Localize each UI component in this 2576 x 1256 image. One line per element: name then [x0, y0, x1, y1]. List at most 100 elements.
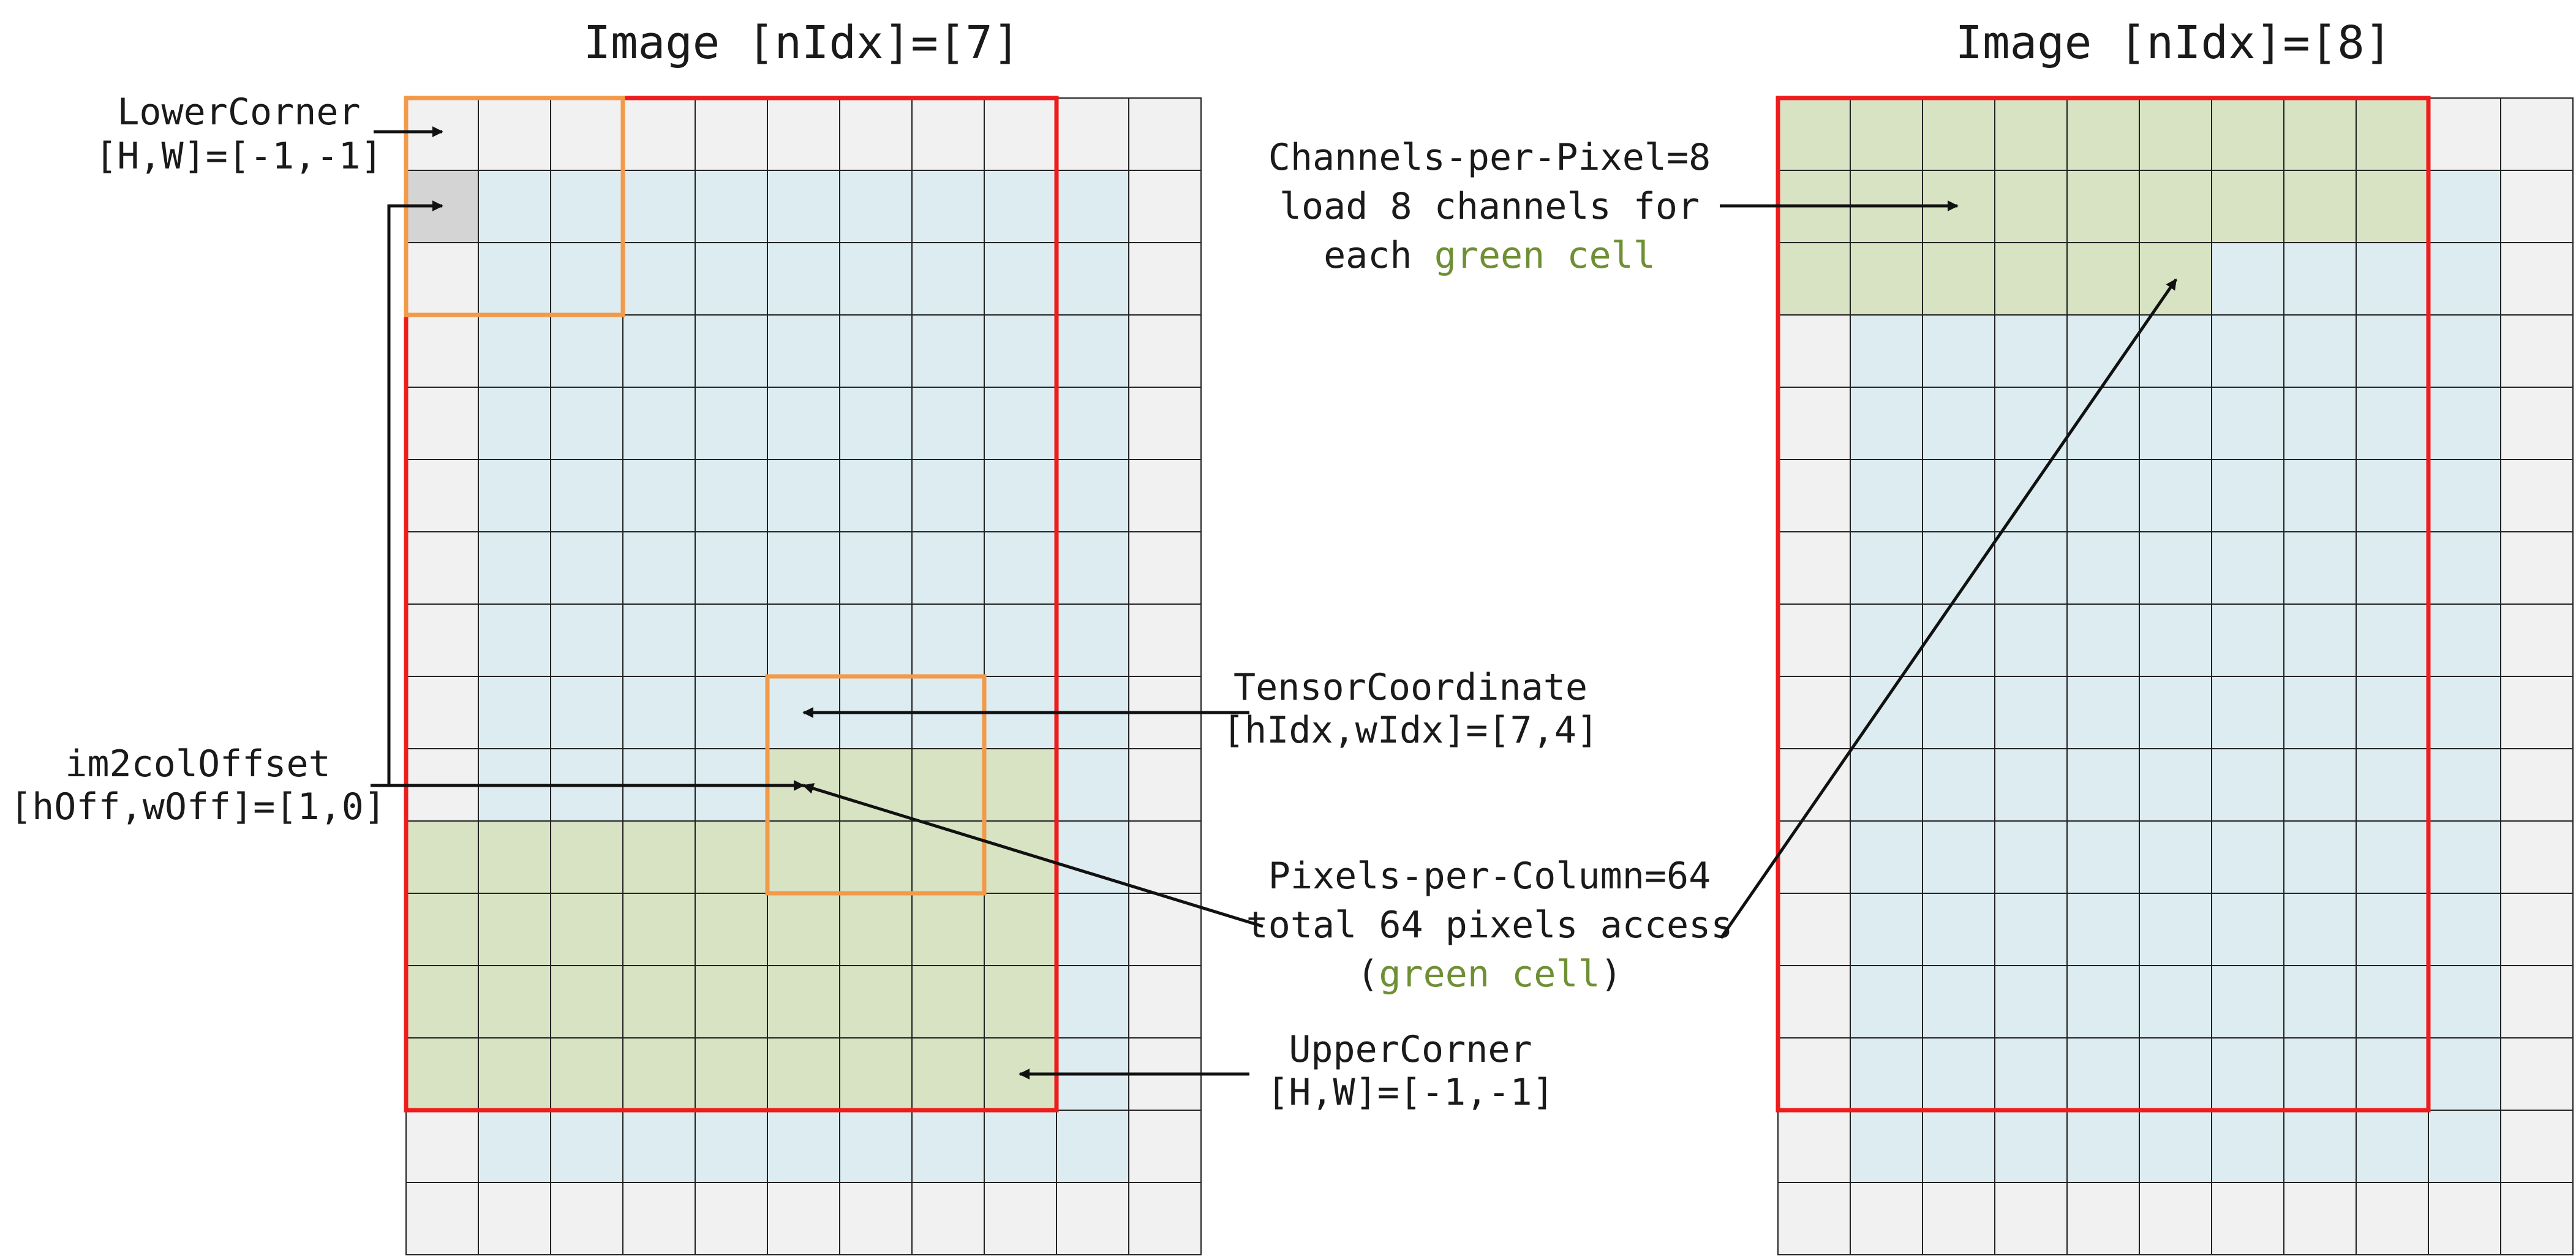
- grid-cell: [767, 893, 840, 966]
- grid-cell: [2428, 965, 2501, 1038]
- grid-cell: [2139, 603, 2212, 677]
- panel-title-image-8: Image [nIdx]=[8]: [1956, 17, 2392, 69]
- grid-cell: [1777, 965, 1851, 1038]
- grid-cell: [767, 603, 840, 677]
- grid-cell: [1056, 893, 1129, 966]
- grid-cell: [2211, 893, 2284, 966]
- grid-cell: [1777, 820, 1851, 894]
- image-panel-8: Image [nIdx]=[8]: [1776, 17, 2574, 1255]
- grid-cell: [550, 1037, 623, 1111]
- channels-load-text: load 8 channels for: [1279, 185, 1700, 228]
- grid-cell: [2283, 603, 2357, 677]
- grid-cell: [2066, 820, 2140, 894]
- grid-cell: [2500, 170, 2574, 243]
- grid-cell: [1922, 97, 1995, 171]
- pixels-total-text: total 64 pixels access: [1246, 904, 1733, 947]
- grid-cell: [1056, 97, 1129, 171]
- grid-cell: [911, 459, 985, 532]
- grid-cell: [911, 531, 985, 605]
- grid-cell: [2428, 1182, 2501, 1255]
- grid-cell: [1850, 314, 1923, 388]
- grid-cell: [911, 748, 985, 822]
- grid-cell: [911, 893, 985, 966]
- grid-cell: [2356, 242, 2429, 316]
- grid-cell: [911, 1182, 985, 1255]
- grid-cell: [2066, 97, 2140, 171]
- grid-cell: [2500, 676, 2574, 749]
- grid-cell: [1850, 97, 1923, 171]
- grid-cell: [2500, 1182, 2574, 1255]
- grid-cell: [984, 531, 1057, 605]
- image-panel-7: Image [nIdx]=[7]: [404, 17, 1202, 1255]
- grid-cell: [622, 459, 696, 532]
- grid-cell: [550, 314, 623, 388]
- grid-cell: [695, 676, 768, 749]
- grid-cell: [1056, 1182, 1129, 1255]
- grid-cell: [2139, 170, 2212, 243]
- grid-cell: [1777, 893, 1851, 966]
- grid-cell: [1056, 1110, 1129, 1183]
- grid-cell: [767, 531, 840, 605]
- pixels-close-paren: ): [1600, 953, 1622, 996]
- grid-cell: [984, 820, 1057, 894]
- im2col-offset-title: im2colOffset: [65, 743, 330, 785]
- grid-cell: [1128, 820, 1202, 894]
- grid-cell: [478, 1110, 551, 1183]
- grid-cell: [550, 1182, 623, 1255]
- grid-cell: [839, 965, 913, 1038]
- image-boundary-7: [404, 96, 1059, 1113]
- grid-cell: [1056, 459, 1129, 532]
- grid-cell: [2500, 531, 2574, 605]
- grid-cell: [405, 1182, 479, 1255]
- grid-cell: [695, 459, 768, 532]
- grid-cells-image-7: [405, 97, 1202, 1255]
- grid-cell: [550, 1110, 623, 1183]
- pixels-green-cell-text: (green cell): [1357, 953, 1622, 996]
- grid-cell: [767, 820, 840, 894]
- im2col-offset-value: [hOff,wOff]=[1,0]: [10, 785, 386, 828]
- grid-cell: [839, 603, 913, 677]
- grid-cell: [2356, 387, 2429, 460]
- grid-cell: [2428, 531, 2501, 605]
- grid-cell: [984, 97, 1057, 171]
- grid-cell: [2139, 387, 2212, 460]
- grid-cell: [695, 1110, 768, 1183]
- grid-cell: [1777, 531, 1851, 605]
- grid-cell: [2139, 1037, 2212, 1111]
- grid-cell: [478, 242, 551, 316]
- grid-cell: [695, 531, 768, 605]
- grid-cell: [767, 387, 840, 460]
- image-boundary-8: [1776, 96, 2431, 1113]
- grid-cell: [2211, 820, 2284, 894]
- grid-cell: [550, 893, 623, 966]
- grid-cell: [1850, 531, 1923, 605]
- grid-cell: [2356, 676, 2429, 749]
- grid-cell: [2283, 965, 2357, 1038]
- grid-cell: [839, 97, 913, 171]
- grid-cell: [1056, 603, 1129, 677]
- channels-each-text: each: [1324, 234, 1434, 277]
- grid-cell: [478, 531, 551, 605]
- grid-cell: [767, 965, 840, 1038]
- grid-cell: [2428, 387, 2501, 460]
- grid-cell: [2066, 531, 2140, 605]
- grid-cell: [2211, 387, 2284, 460]
- grid-cell: [2139, 1110, 2212, 1183]
- grid-cell: [1922, 965, 1995, 1038]
- grid-cell: [695, 97, 768, 171]
- grid-cell: [2066, 1182, 2140, 1255]
- grid-cell: [1922, 314, 1995, 388]
- grid-cell: [2428, 676, 2501, 749]
- grid-cell: [911, 603, 985, 677]
- grid-cell: [478, 965, 551, 1038]
- grid-cell: [2428, 314, 2501, 388]
- grid-cell: [1850, 893, 1923, 966]
- grid-cell: [1994, 965, 2068, 1038]
- grid-cell: [767, 1182, 840, 1255]
- channels-green-cell-highlight: green cell: [1434, 234, 1655, 277]
- grid-cell: [2356, 531, 2429, 605]
- grid-cell: [1128, 314, 1202, 388]
- grid-cell: [405, 820, 479, 894]
- grid-cell: [2211, 1110, 2284, 1183]
